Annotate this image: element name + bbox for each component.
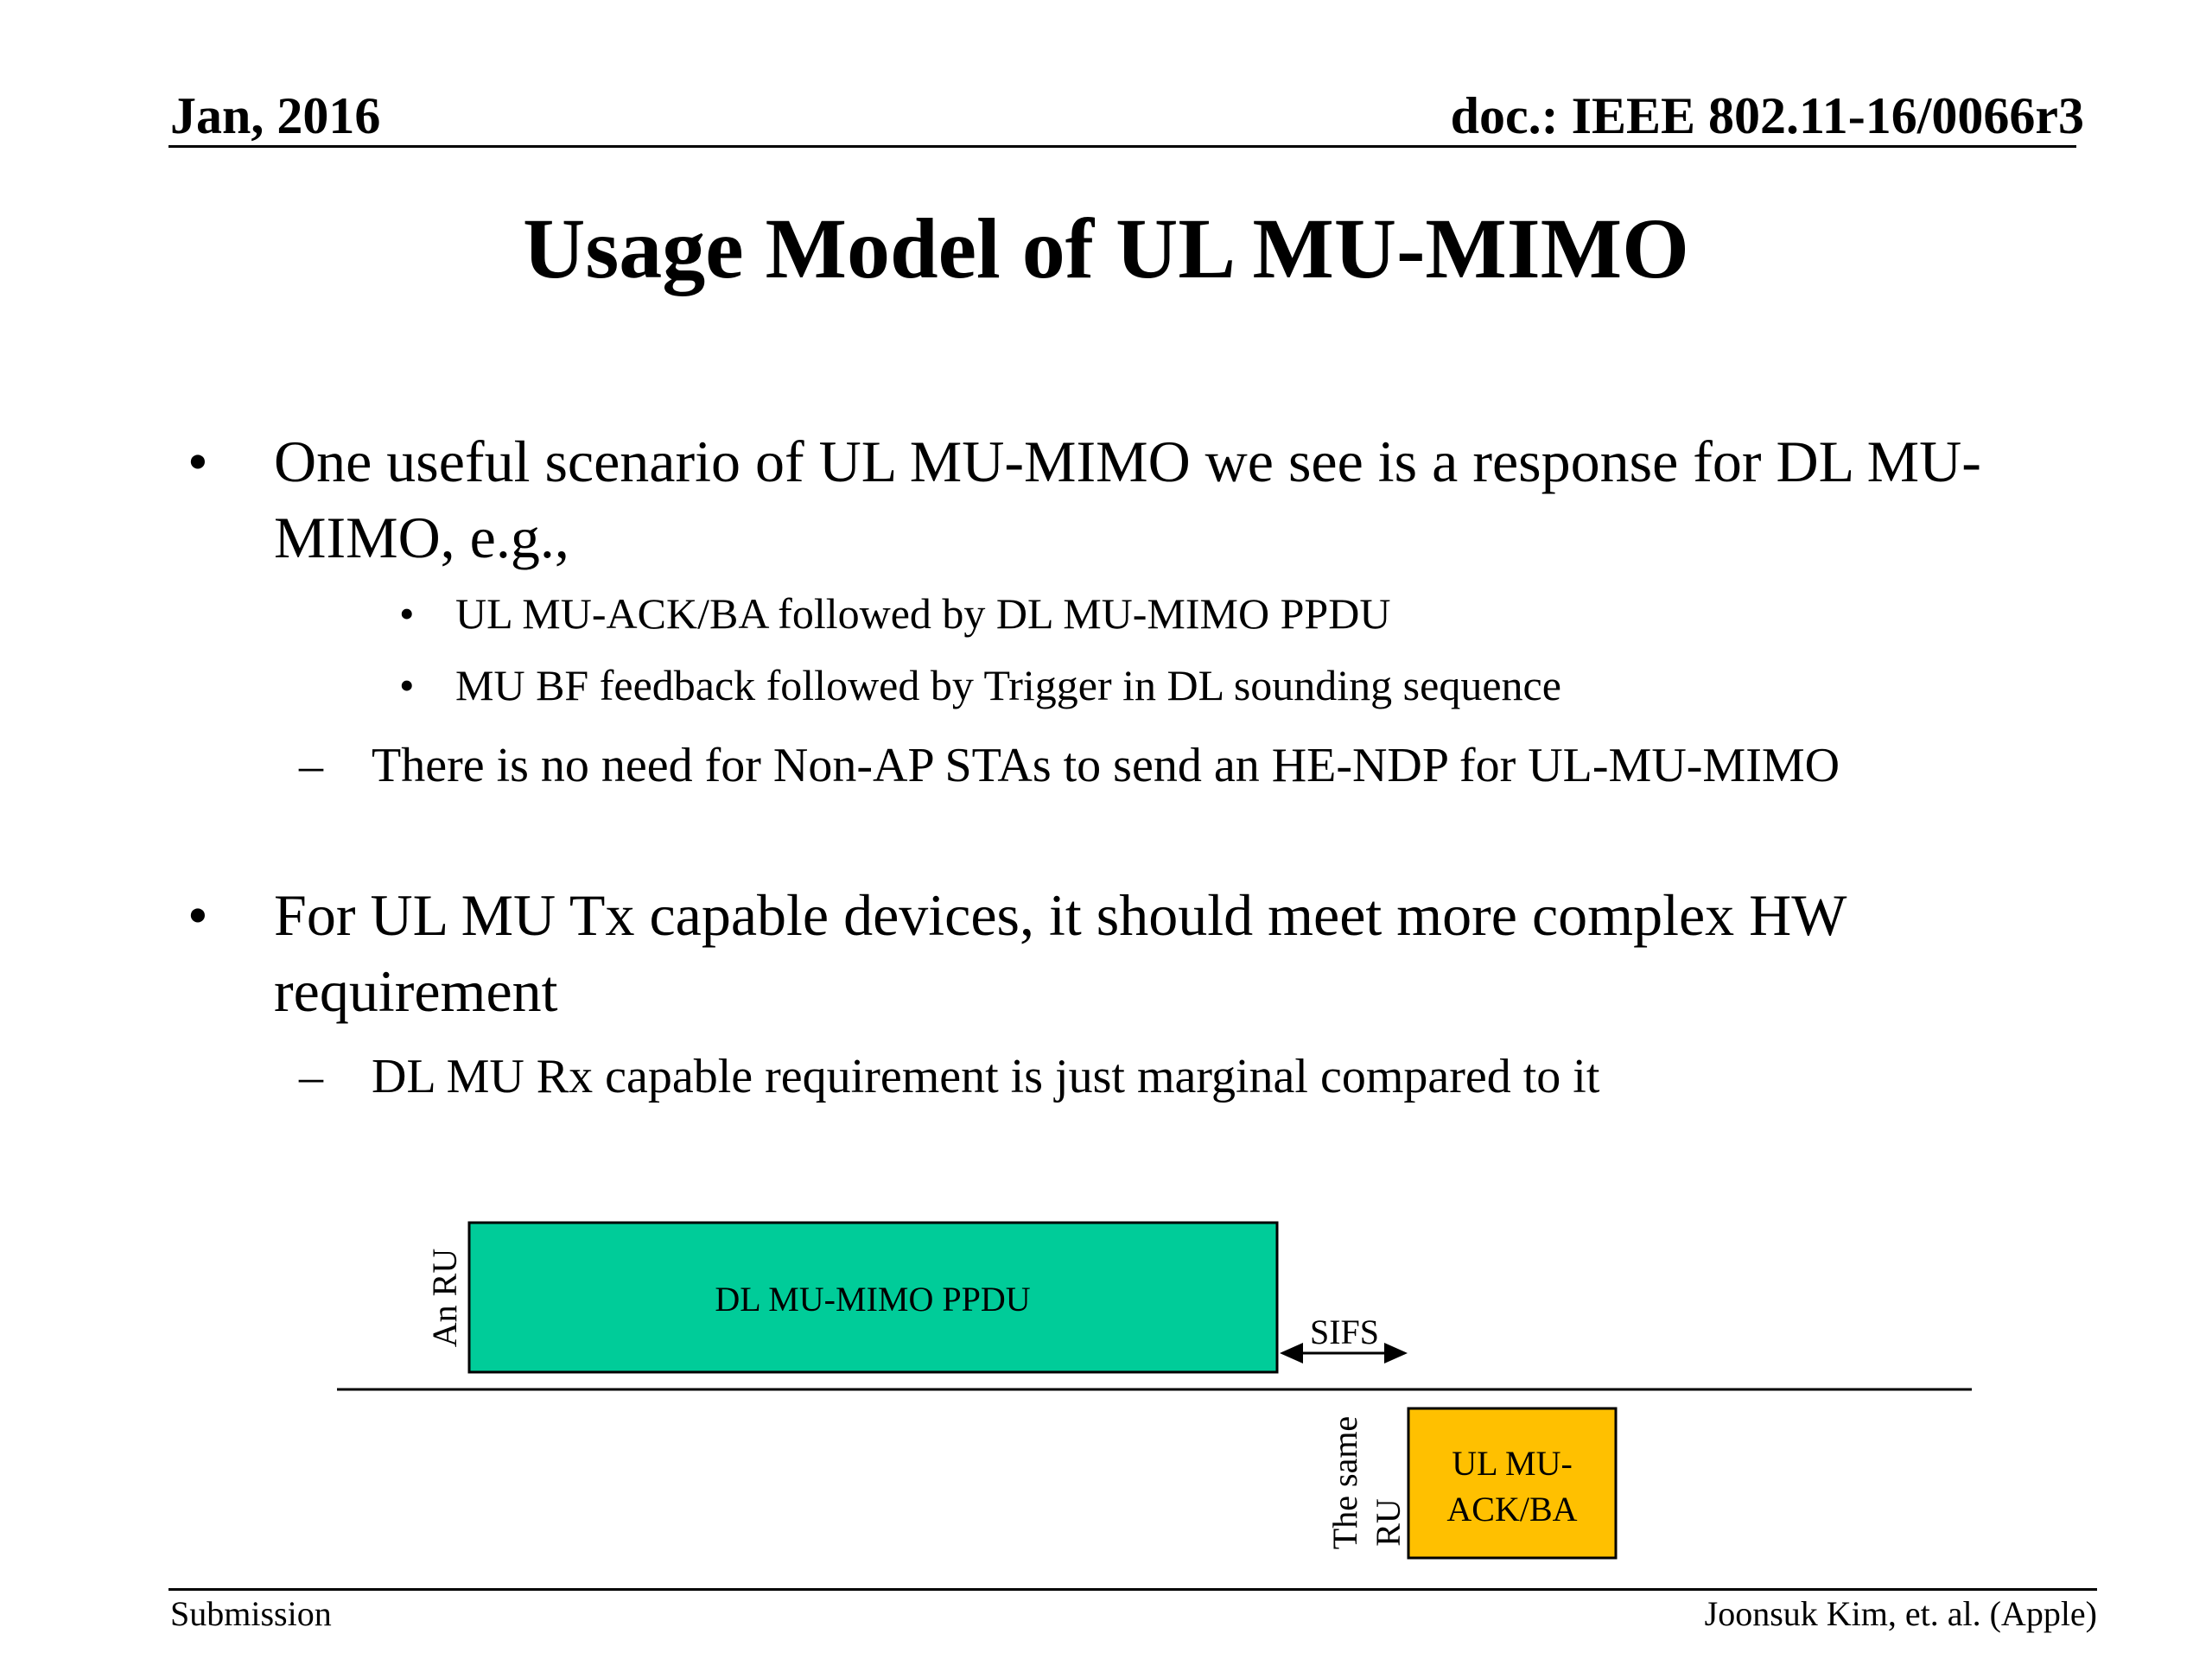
sub-bullet-text: UL MU-ACK/BA followed by DL MU-MIMO PPDU [455, 589, 1391, 638]
dash-bullet-text: There is no need for Non-AP STAs to send… [372, 739, 1840, 792]
same-ru-label-line1: The same [1325, 1416, 1364, 1549]
dash-bullet-marker: – [299, 1050, 323, 1103]
ul-ack-box [1407, 1407, 1618, 1560]
ul-ack-label-line1: UL MU- [1452, 1444, 1573, 1483]
bullet-marker: • [188, 882, 208, 948]
header-divider [168, 145, 2076, 148]
dash-bullet-text: DL MU Rx capable requirement is just mar… [372, 1050, 1600, 1103]
header-doc-id: doc.: IEEE 802.11-16/0066r3 [1450, 87, 2084, 144]
dl-ppdu-label: DL MU-MIMO PPDU [715, 1280, 1030, 1319]
sub-bullet-text: MU BF feedback followed by Trigger in DL… [455, 661, 1561, 709]
header-date: Jan, 2016 [170, 87, 381, 144]
bullet-text: One useful scenario of UL MU-MIMO we see… [274, 429, 1981, 570]
ul-ack-label-line2: ACK/BA [1446, 1490, 1577, 1529]
slide-title: Usage Model of UL MU-MIMO [523, 200, 1689, 296]
bullet-text: For UL MU Tx capable devices, it should … [274, 882, 1847, 1024]
sub-bullet-marker: • [399, 589, 415, 638]
same-ru-label-line2: RU [1369, 1498, 1408, 1547]
sub-bullet-marker: • [399, 661, 415, 709]
footer-submission: Submission [170, 1594, 332, 1633]
bullet-marker: • [188, 429, 208, 494]
dash-bullet-marker: – [299, 739, 323, 792]
footer-author: Joonsuk Kim, et. al. (Apple) [1704, 1594, 2097, 1633]
sifs-label: SIFS [1310, 1313, 1379, 1351]
dl-ppdu-box [467, 1221, 1279, 1374]
an-ru-label: An RU [425, 1249, 464, 1348]
footer-divider [168, 1588, 2097, 1591]
